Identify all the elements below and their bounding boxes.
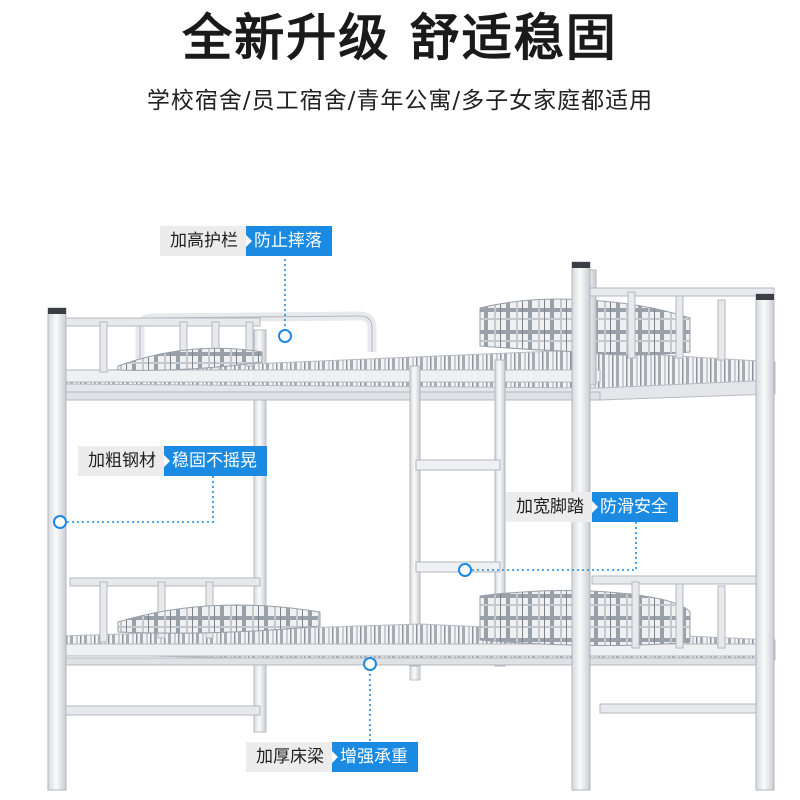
callout-step: 加宽脚踏 防滑安全 [506,492,678,522]
ring-dot-icon [458,563,472,577]
callout-guardrail-tag: 防止摔落 [246,226,332,256]
upper-bunk [51,269,776,401]
ring-dot-icon [53,515,67,529]
ring-dot-icon [363,657,377,671]
leader-lines [62,254,637,742]
callout-step-tag: 防滑安全 [592,492,678,522]
callout-beam: 加厚床梁 增强承重 [246,742,418,772]
callout-steel-label: 加粗钢材 [78,446,164,476]
callout-beam-label: 加厚床梁 [246,742,332,772]
callout-steel-tag: 稳固不摇晃 [164,446,267,476]
callout-markers [53,329,472,671]
ladder [409,359,506,667]
subline: 学校宿舍/员工宿舍/青年公寓/多子女家庭都适用 [146,88,654,114]
callout-guardrail-label: 加高护栏 [160,226,246,256]
callout-step-label: 加宽脚踏 [506,492,592,522]
callout-guardrail: 加高护栏 防止摔落 [160,226,332,256]
headline: 全新升级 舒适稳固 [182,9,618,67]
callout-beam-tag: 增强承重 [332,742,418,772]
front-posts [47,261,775,791]
ring-dot-icon [278,329,292,343]
callout-steel: 加粗钢材 稳固不摇晃 [78,446,267,476]
